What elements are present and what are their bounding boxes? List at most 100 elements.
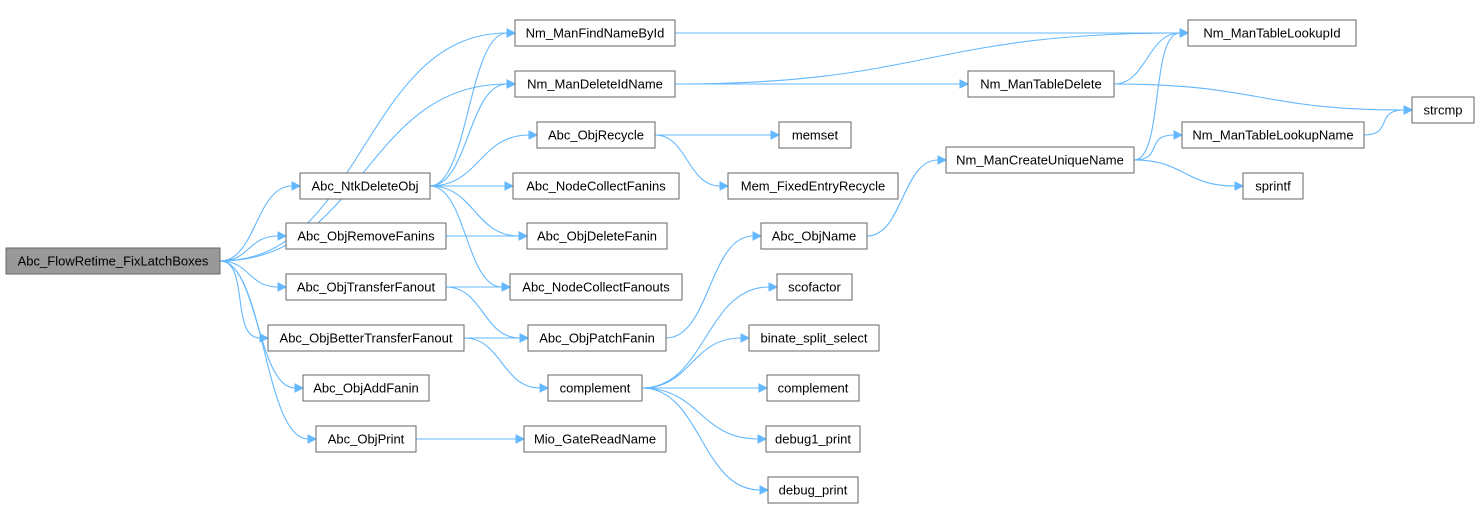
node-label: sprintf — [1255, 179, 1291, 194]
edge-arrowhead — [758, 383, 769, 393]
node-tabledelete[interactable]: Nm_ManTableDelete — [967, 70, 1115, 98]
edge-root-to-bettertransfer — [219, 260, 270, 343]
node-strcmp[interactable]: strcmp — [1411, 96, 1475, 124]
node-box — [767, 476, 859, 504]
edge-arrowhead — [528, 130, 539, 140]
node-collectfanins[interactable]: Abc_NodeCollectFanins — [512, 172, 680, 200]
edge-line — [641, 337, 742, 389]
node-gatereadname[interactable]: Mio_GateReadName — [523, 425, 667, 453]
edge-line — [641, 387, 761, 491]
edge-createunique-to-sprintf — [1133, 159, 1245, 191]
node-label: Abc_ObjBetterTransferFanout — [280, 331, 453, 346]
node-label: Abc_FlowRetime_FixLatchBoxes — [18, 254, 209, 269]
edge-bettertransfer-to-complement1 — [463, 337, 550, 393]
node-box — [778, 121, 852, 149]
node-objprint[interactable]: Abc_ObjPrint — [315, 425, 417, 453]
node-box — [267, 324, 465, 352]
node-box — [1242, 172, 1304, 200]
node-label: binate_split_select — [761, 331, 868, 346]
edge-arrowhead — [1234, 181, 1245, 191]
node-sprintf[interactable]: sprintf — [1242, 172, 1304, 200]
edge-arrowhead — [501, 282, 512, 292]
node-box — [536, 121, 656, 149]
node-bettertransfer[interactable]: Abc_ObjBetterTransferFanout — [267, 324, 465, 352]
node-lookupname[interactable]: Nm_ManTableLookupName — [1181, 121, 1365, 149]
edge-line — [1363, 109, 1405, 136]
edge-line — [1133, 134, 1175, 161]
node-box — [523, 425, 667, 453]
node-label: Abc_ObjRecycle — [548, 128, 644, 143]
node-box — [527, 324, 667, 352]
edge-root-to-objprint — [219, 260, 318, 444]
edge-line — [219, 260, 261, 339]
node-transferfanout[interactable]: Abc_ObjTransferFanout — [285, 273, 447, 301]
node-collectfanouts[interactable]: Abc_NodeCollectFanouts — [509, 273, 683, 301]
node-addfanin[interactable]: Abc_ObjAddFanin — [302, 374, 430, 402]
edge-tabledelete-to-lookupid — [1113, 28, 1190, 85]
edge-tabledelete-to-strcmp — [1113, 83, 1414, 115]
node-label: Abc_ObjPrint — [328, 432, 405, 447]
edge-arrowhead — [307, 434, 318, 444]
edge-complement1-to-complement2 — [641, 383, 769, 393]
node-complement2[interactable]: complement — [766, 374, 860, 402]
node-box — [526, 222, 668, 250]
node-box — [285, 222, 447, 250]
node-deleteidname[interactable]: Nm_ManDeleteIdName — [514, 70, 676, 98]
edge-arrowhead — [504, 181, 515, 191]
node-findname[interactable]: Nm_ManFindNameById — [514, 19, 676, 47]
node-label: Abc_ObjPatchFanin — [539, 331, 655, 346]
edge-patchfanin-to-objname — [665, 231, 763, 339]
node-label: Abc_ObjName — [772, 229, 857, 244]
node-box — [5, 247, 221, 275]
edge-complement1-to-debugprint — [641, 387, 770, 495]
node-objname[interactable]: Abc_ObjName — [760, 222, 868, 250]
node-box — [766, 374, 860, 402]
node-fixedentry[interactable]: Mem_FixedEntryRecycle — [727, 172, 899, 200]
edge-deleteidname-to-tabledelete — [675, 79, 970, 89]
node-scofactor[interactable]: scofactor — [776, 273, 853, 301]
node-box — [509, 273, 683, 301]
edge-line — [219, 260, 309, 440]
edge-ntkdeleteobj-to-findname — [429, 28, 517, 187]
node-root[interactable]: Abc_FlowRetime_FixLatchBoxes — [5, 247, 221, 275]
edge-createunique-to-lookupid — [1133, 28, 1190, 161]
node-patchfanin[interactable]: Abc_ObjPatchFanin — [527, 324, 667, 352]
node-ntkdeleteobj[interactable]: Abc_NtkDeleteObj — [299, 172, 431, 200]
edge-line — [429, 134, 530, 187]
node-label: Abc_NodeCollectFanins — [526, 179, 666, 194]
edge-arrowhead — [1403, 105, 1414, 115]
edge-arrowhead — [539, 383, 550, 393]
edge-arrowhead — [506, 79, 517, 89]
edge-line — [1113, 83, 1405, 111]
edge-arrowhead — [759, 485, 770, 495]
node-memset[interactable]: memset — [778, 121, 852, 149]
node-label: Nm_ManFindNameById — [526, 26, 665, 41]
node-objrecycle[interactable]: Abc_ObjRecycle — [536, 121, 656, 149]
edge-line — [674, 32, 1181, 85]
node-deletefanin[interactable]: Abc_ObjDeleteFanin — [526, 222, 668, 250]
node-box — [315, 425, 417, 453]
node-box — [1411, 96, 1475, 124]
edge-arrowhead — [277, 282, 288, 292]
edge-arrowhead — [1179, 28, 1190, 38]
node-box — [299, 172, 431, 200]
edge-lookupname-to-strcmp — [1363, 105, 1414, 136]
edges-layer — [219, 28, 1414, 495]
edge-line — [641, 387, 759, 440]
node-binate[interactable]: binate_split_select — [748, 324, 880, 352]
node-label: complement — [560, 381, 631, 396]
edge-line — [641, 286, 770, 389]
node-lookupid[interactable]: Nm_ManTableLookupId — [1187, 19, 1357, 47]
edge-objrecycle-to-memset — [655, 130, 781, 140]
edge-complement1-to-debug1 — [641, 387, 768, 444]
node-debug1[interactable]: debug1_print — [765, 425, 861, 453]
node-box — [748, 324, 880, 352]
node-removefanins[interactable]: Abc_ObjRemoveFanins — [285, 222, 447, 250]
node-debugprint[interactable]: debug_print — [767, 476, 859, 504]
node-label: Abc_ObjRemoveFanins — [297, 229, 435, 244]
edge-objname-to-createunique — [866, 155, 948, 237]
node-complement1[interactable]: complement — [547, 374, 643, 402]
edge-arrowhead — [937, 155, 948, 165]
node-createunique[interactable]: Nm_ManCreateUniqueName — [945, 146, 1135, 174]
edge-transferfanout-to-collectfanouts — [446, 282, 512, 292]
